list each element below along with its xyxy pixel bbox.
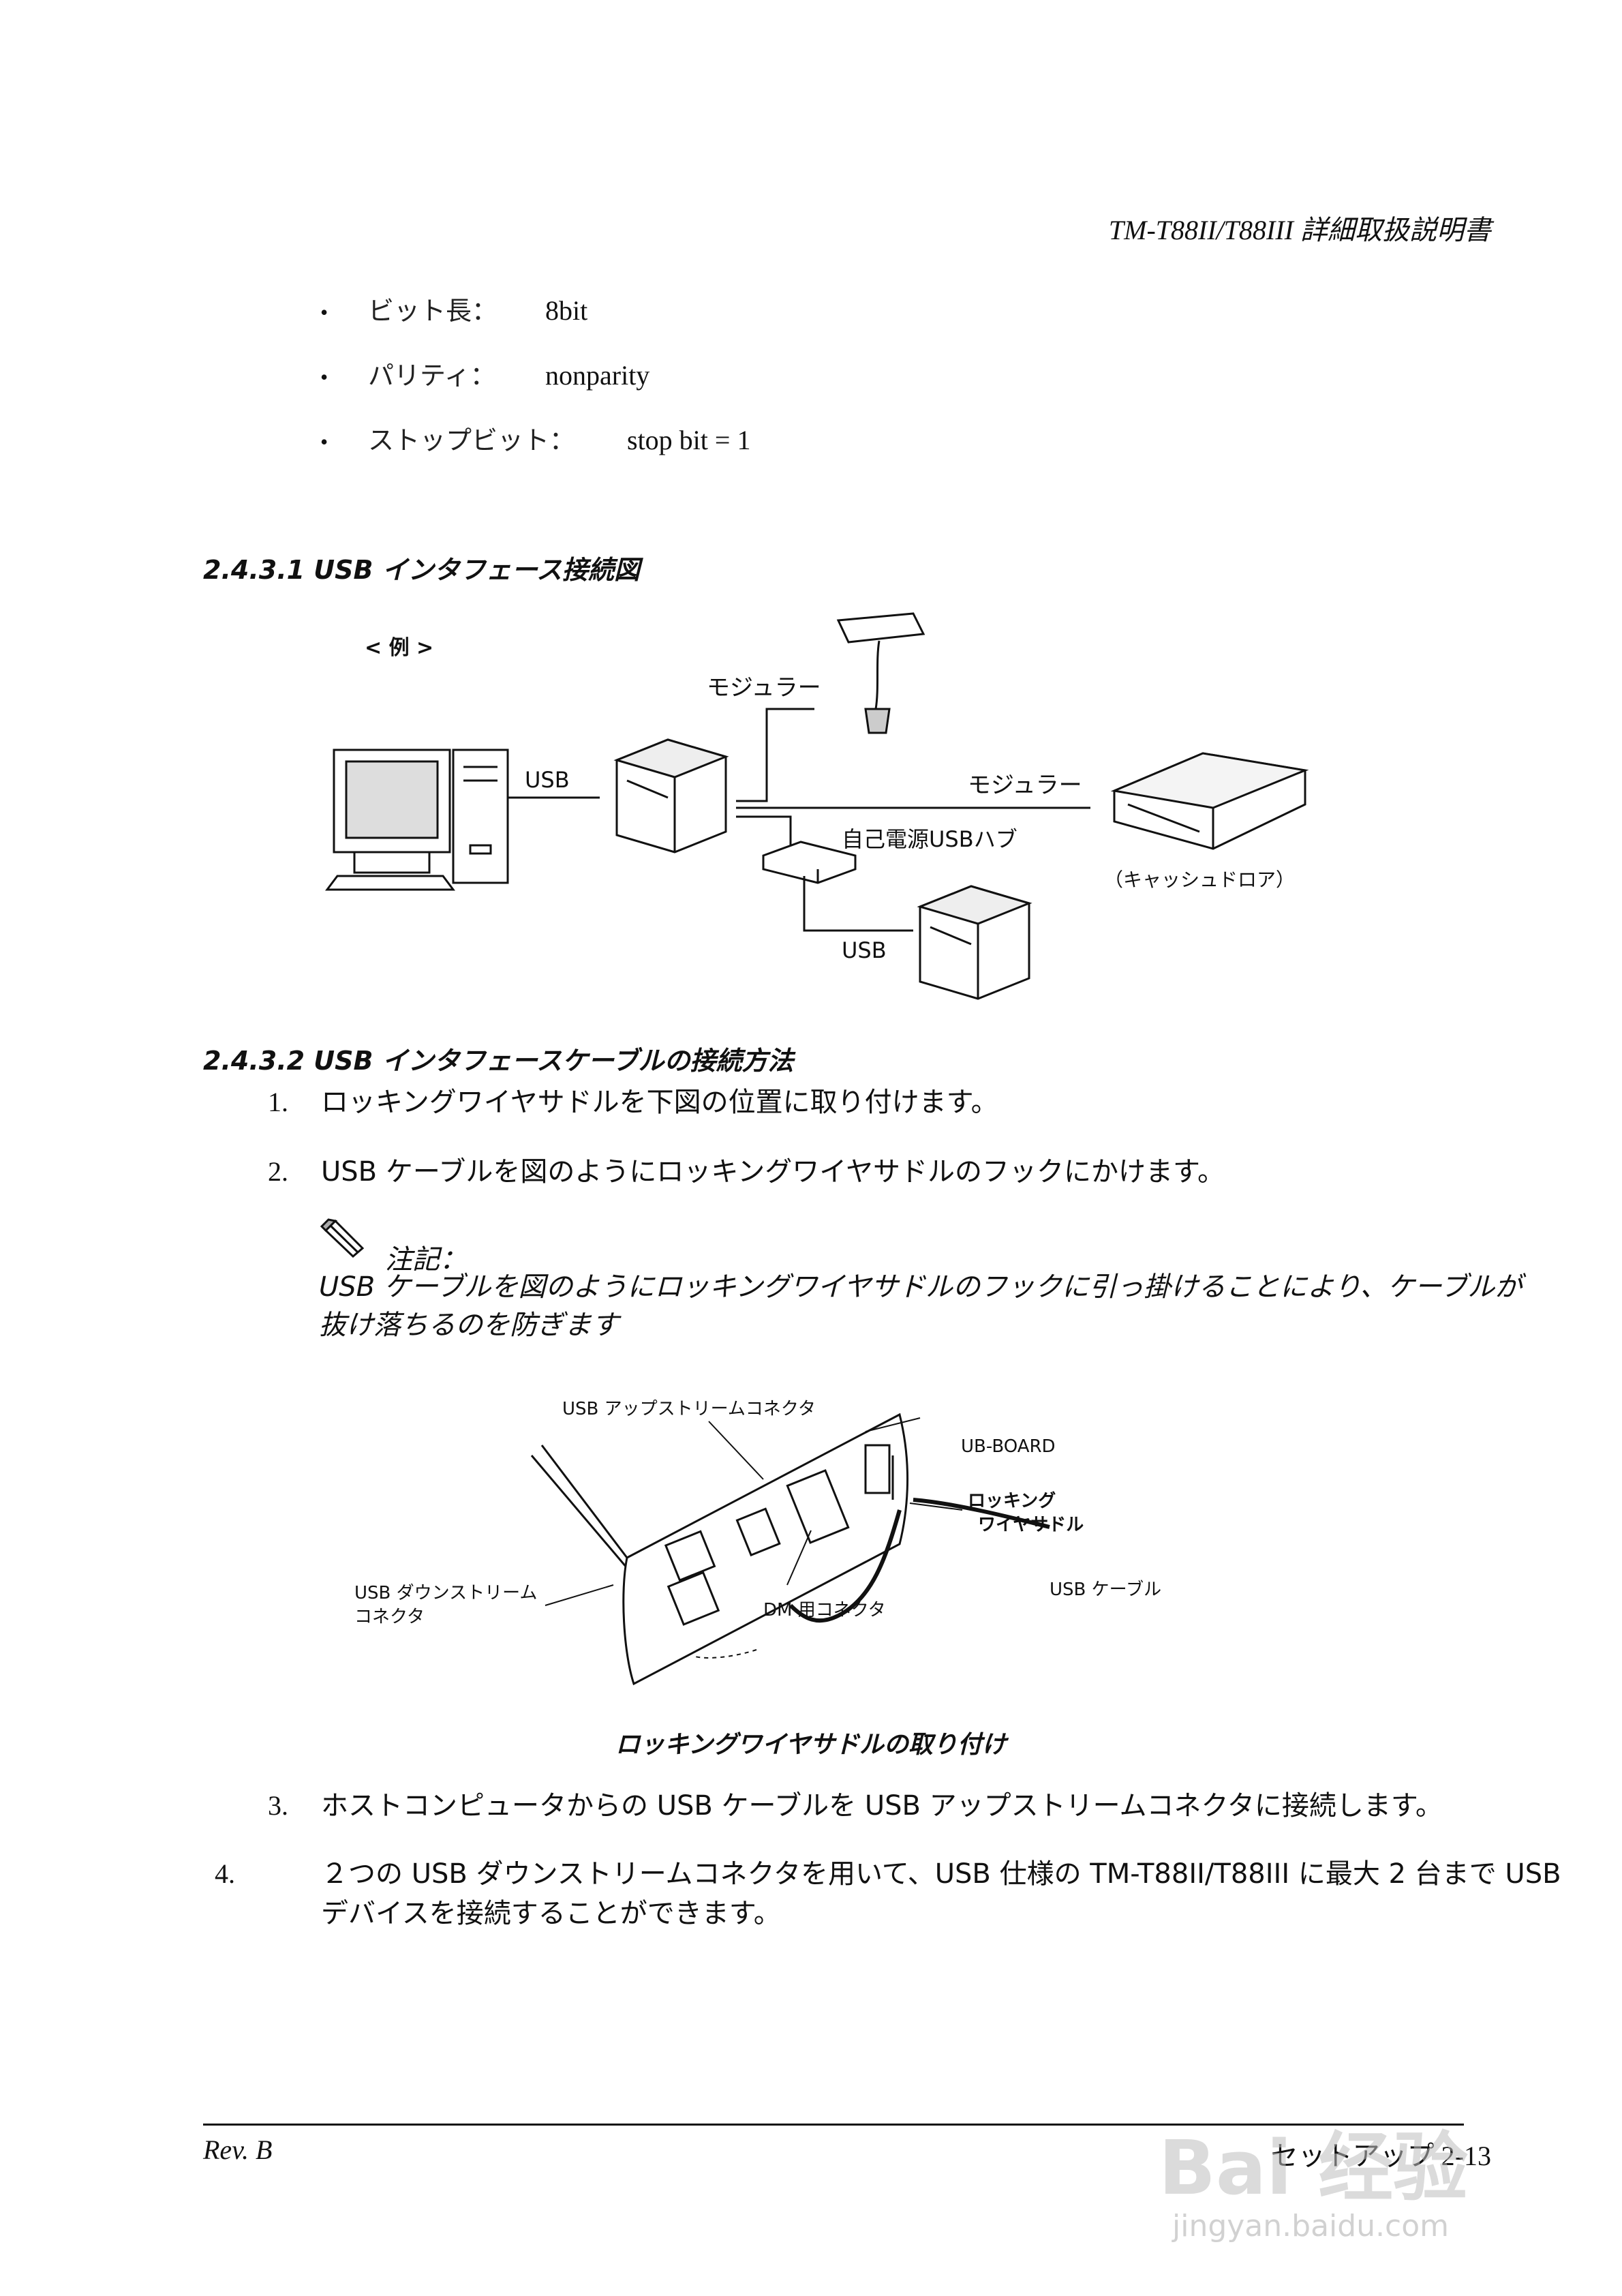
- modular-label-right: モジュラー: [968, 772, 1082, 799]
- bullet-icon: •: [320, 300, 328, 324]
- setting-value: 8bit: [545, 295, 588, 326]
- step-text: ２つの USB ダウンストリームコネクタを用いて、USB 仕様の TM-T88I…: [321, 1858, 1561, 1929]
- note-body: USB ケーブルを図のようにロッキングワイヤサドルのフックに引っ掛けることにより…: [319, 1271, 1522, 1341]
- section-title-usb-diagram: 2.4.3.1 USB インタフェース接続図: [203, 555, 640, 585]
- setting-value: nonparity: [545, 360, 650, 391]
- setting-label: パリティ：: [368, 361, 496, 391]
- usb-label-bottom: USB: [842, 937, 887, 963]
- footer-divider: [203, 2124, 1464, 2126]
- step-2: 2. USB ケーブルを図のようにロッキングワイヤサドルのフックにかけます。: [268, 1152, 1508, 1192]
- step-number: 3.: [268, 1790, 288, 1821]
- usb-hub-label: 自己電源USBハブ: [842, 826, 1017, 852]
- step-number: 2.: [268, 1156, 288, 1187]
- note-title: 注記：: [385, 1244, 467, 1275]
- label-saddle-1: ロッキング: [968, 1491, 1056, 1511]
- step-4: 4. ２つの USB ダウンストリームコネクタを用いて、USB 仕様の TM-T8…: [215, 1854, 1561, 1933]
- board-connector-figure: USB アップストリームコネクタ UB-BOARD ロッキング ワイヤサドル U…: [354, 1399, 1161, 1686]
- example-label: < 例 >: [365, 636, 433, 660]
- pencil-note-icon: [320, 1218, 365, 1258]
- label-upstream: USB アップストリームコネクタ: [562, 1399, 816, 1419]
- setting-parity: • パリティ： nonparity: [320, 354, 649, 392]
- label-ub-board: UB-BOARD: [961, 1436, 1056, 1457]
- label-saddle-2: ワイヤサドル: [978, 1515, 1084, 1535]
- cash-drawer-icon: [1110, 752, 1309, 850]
- printer-icon: [613, 738, 729, 854]
- label-dm-connector: DM 用コネクタ: [763, 1600, 886, 1620]
- figure-caption: ロッキングワイヤサドルの取り付け: [615, 1731, 1007, 1759]
- footer-page-number: セットアップ 2-13: [1270, 2141, 1491, 2171]
- footer-revision: Rev. B: [203, 2134, 273, 2165]
- step-number: 4.: [215, 1858, 235, 1889]
- section-title-cable-connection: 2.4.3.2 USB インタフェースケーブルの接続方法: [203, 1046, 794, 1076]
- usb-connection-diagram: < 例 > USB モジュラー モジュラー （キャッシュドロア）: [325, 612, 1309, 1000]
- usb-label-left: USB: [525, 767, 570, 793]
- bullet-icon: •: [320, 429, 328, 454]
- label-downstream-2: コネクタ: [354, 1607, 425, 1627]
- bullet-icon: •: [320, 365, 328, 389]
- setting-label: ビット長：: [368, 296, 498, 326]
- setting-stop-bit: • ストップビット： stop bit = 1: [320, 419, 750, 457]
- step-3: 3. ホストコンピュータからの USB ケーブルを USB アップストリームコネク…: [268, 1786, 1508, 1826]
- setting-value: stop bit = 1: [627, 425, 751, 455]
- setting-bit-length: • ビット長： 8bit: [320, 290, 587, 327]
- modular-label-top: モジュラー: [707, 674, 821, 701]
- computer-icon: [325, 749, 509, 891]
- step-1: 1. ロッキングワイヤサドルを下図の位置に取り付けます。: [268, 1083, 1508, 1122]
- customer-display-icon: [836, 612, 925, 734]
- watermark-url: jingyan.baidu.com: [1172, 2209, 1450, 2244]
- cash-drawer-label: （キャッシュドロア）: [1104, 868, 1295, 891]
- label-usb-cable: USB ケーブル: [1050, 1580, 1161, 1600]
- setting-label: ストップビット：: [368, 425, 576, 455]
- printer-icon: [917, 885, 1032, 1000]
- step-text: USB ケーブルを図のようにロッキングワイヤサドルのフックにかけます。: [321, 1156, 1225, 1188]
- label-downstream-1: USB ダウンストリーム: [354, 1583, 537, 1603]
- usb-hub-icon: [762, 841, 857, 884]
- step-text: ロッキングワイヤサドルを下図の位置に取り付けます。: [321, 1087, 998, 1118]
- watermark-logo: Bai 经验: [1159, 2124, 1469, 2211]
- step-text: ホストコンピュータからの USB ケーブルを USB アップストリームコネクタに…: [321, 1790, 1443, 1822]
- step-number: 1.: [268, 1087, 288, 1117]
- page-header-title: TM-T88II/T88III 詳細取扱説明書: [1108, 215, 1491, 245]
